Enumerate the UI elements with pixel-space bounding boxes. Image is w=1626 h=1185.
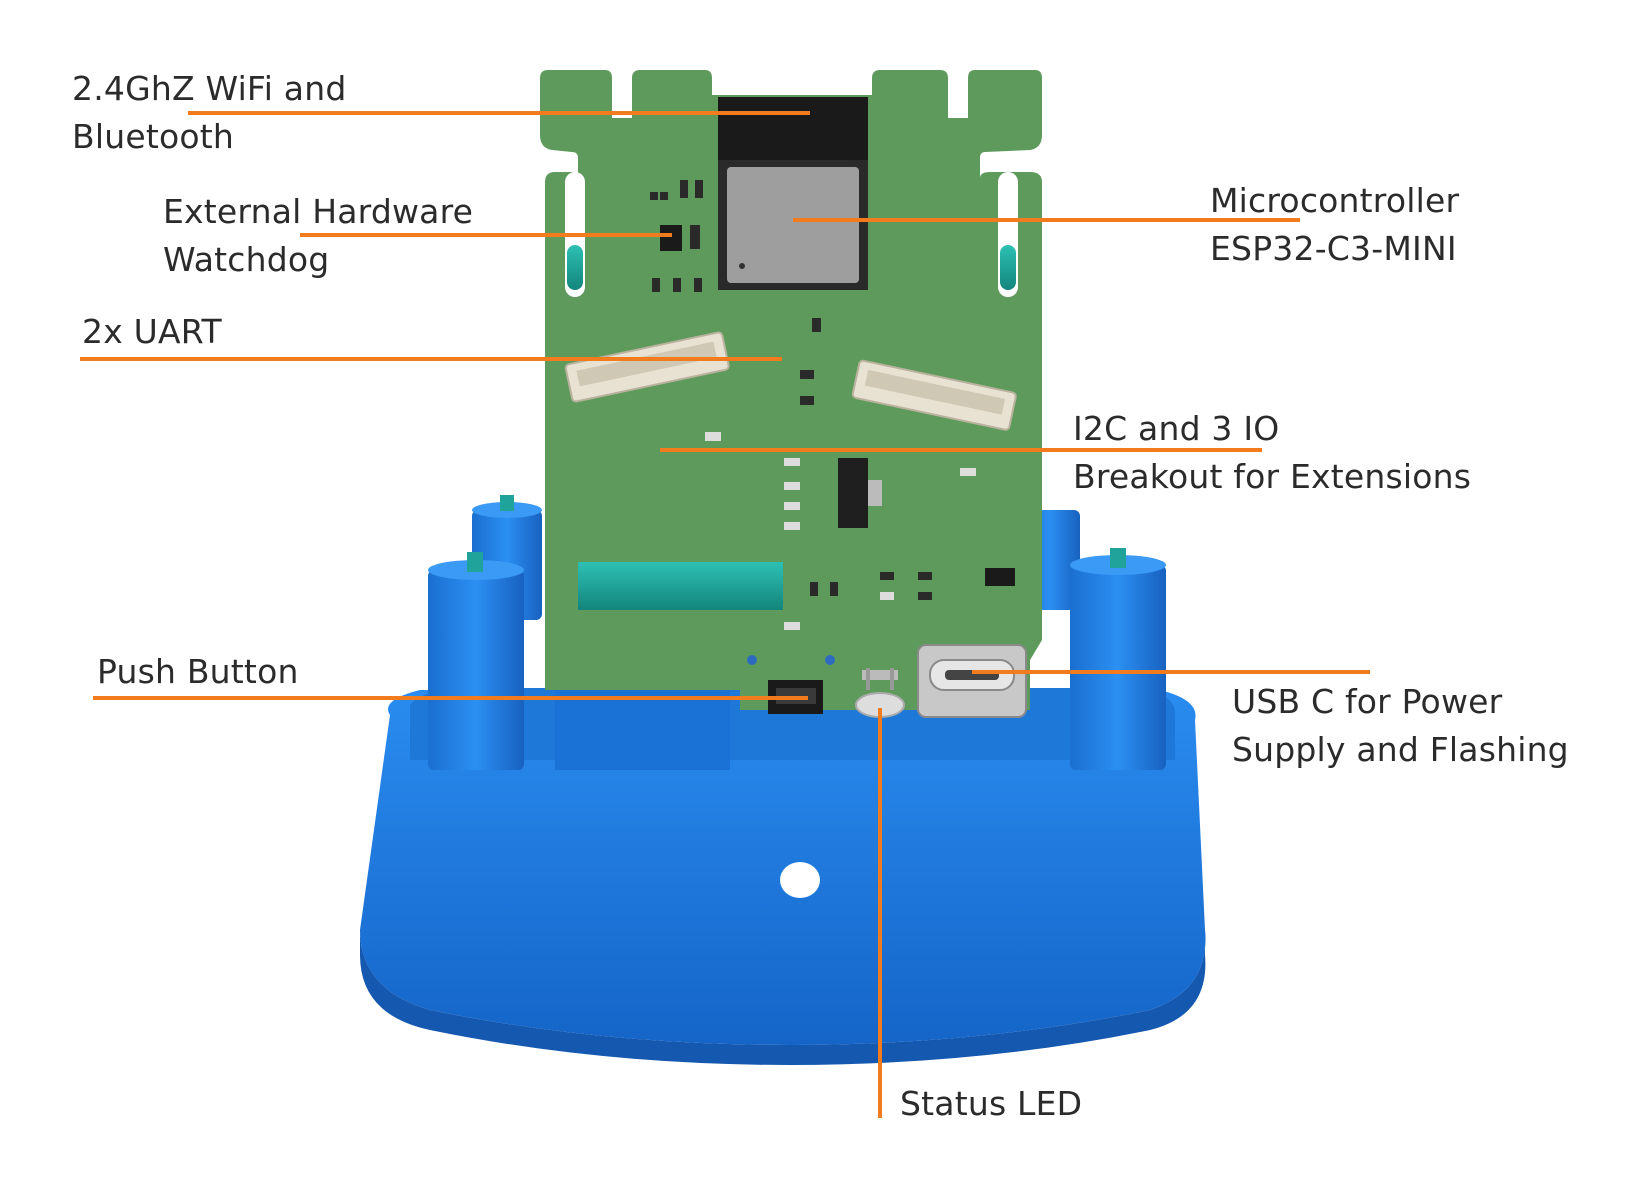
callout-wifi-line2: Bluetooth bbox=[72, 117, 234, 156]
callout-wifi-line1: 2.4GhZ WiFi and bbox=[72, 69, 347, 108]
callout-mcu-line1: Microcontroller bbox=[1210, 181, 1460, 220]
callout-mcu: Microcontroller ESP32-C3-MINI bbox=[1210, 177, 1459, 273]
esp32-module-icon bbox=[718, 97, 868, 290]
callout-watchdog: External Hardware Watchdog bbox=[163, 188, 473, 284]
smd-components bbox=[650, 180, 1015, 665]
callout-usb: USB C for Power Supply and Flashing bbox=[1232, 678, 1569, 774]
callout-led: Status LED bbox=[900, 1080, 1082, 1128]
callout-uart-line1: 2x UART bbox=[82, 312, 222, 351]
antenna-icon bbox=[718, 97, 868, 165]
jst-connector-icon bbox=[564, 331, 1017, 431]
callout-watchdog-line1: External Hardware bbox=[163, 192, 474, 231]
usb-c-port-icon bbox=[917, 644, 1027, 718]
callout-usb-line1: USB C for Power bbox=[1232, 682, 1503, 721]
callout-i2c-line1: I2C and 3 IO bbox=[1073, 409, 1280, 448]
callout-uart: 2x UART bbox=[82, 308, 222, 356]
callout-usb-line2: Supply and Flashing bbox=[1232, 730, 1569, 769]
callout-led-line1: Status LED bbox=[900, 1084, 1083, 1123]
callout-i2c: I2C and 3 IO Breakout for Extensions bbox=[1073, 405, 1471, 501]
callout-button: Push Button bbox=[97, 648, 299, 696]
callout-button-line1: Push Button bbox=[97, 652, 299, 691]
callout-i2c-line2: Breakout for Extensions bbox=[1073, 457, 1472, 496]
extension-strip bbox=[578, 562, 783, 610]
mount-hole bbox=[780, 862, 820, 898]
status-led-icon bbox=[855, 668, 905, 718]
leader-lines bbox=[80, 111, 1370, 1118]
callout-mcu-line2: ESP32-C3-MINI bbox=[1210, 229, 1457, 268]
callout-watchdog-line2: Watchdog bbox=[163, 240, 330, 279]
callout-wifi: 2.4GhZ WiFi and Bluetooth bbox=[72, 65, 346, 161]
mounting-posts bbox=[428, 495, 1166, 770]
